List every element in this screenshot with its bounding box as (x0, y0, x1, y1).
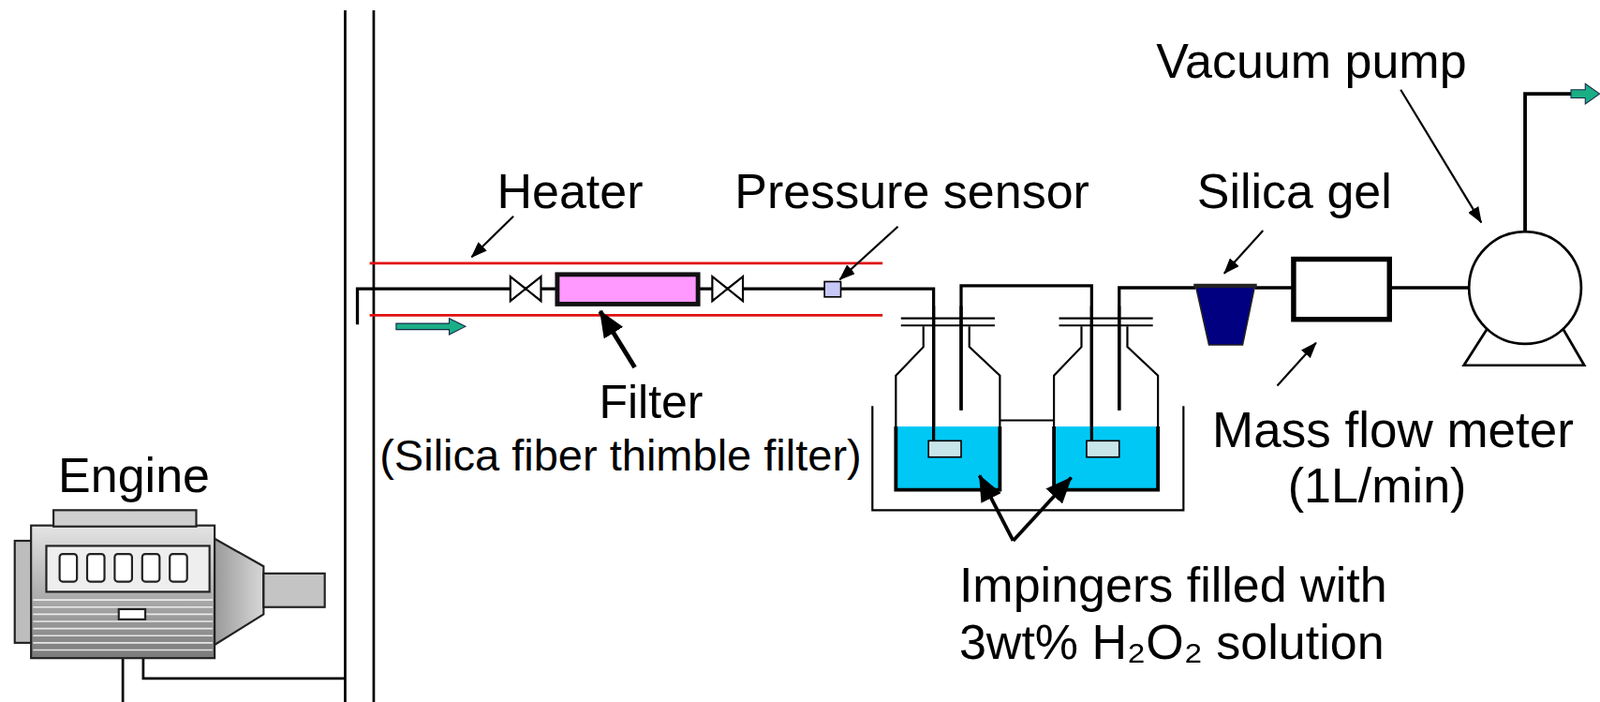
impinger-bottle (1053, 318, 1158, 490)
part-label: (1L/min) (1288, 460, 1467, 510)
silica-gel (1195, 285, 1255, 345)
exhaust-outlet-pipe (1525, 93, 1573, 232)
valve-symbol (510, 276, 542, 301)
bath-water-line (999, 418, 1054, 421)
silica-gel (1193, 283, 1257, 288)
part-label: (Silica fiber thimble filter) (379, 432, 862, 477)
mass-flow-meter (1293, 259, 1390, 320)
impinger-tube (933, 306, 1120, 442)
pressure-sensor (824, 281, 841, 297)
valve-symbol (711, 276, 743, 301)
flow-arrow (396, 318, 466, 335)
part-label: Silica gel (1197, 166, 1393, 216)
part-label: Heater (496, 166, 643, 216)
sampling-pipe (1255, 285, 1294, 289)
impinger-bottle (895, 318, 1000, 490)
engine-illustration (14, 509, 326, 658)
part-label: Filter (598, 378, 703, 426)
part-label: Impingers filled with (959, 560, 1388, 609)
sampling-pipe (961, 285, 1092, 441)
sampling-pipe (357, 288, 934, 441)
bath (872, 405, 1184, 510)
part-label: Pressure sensor (734, 166, 1090, 216)
part-label: Vacuum pump (1155, 36, 1467, 86)
wall (344, 10, 373, 702)
flow-arrow (1570, 83, 1600, 104)
part-label: Engine (58, 450, 210, 500)
part-label: Mass flow meter (1212, 404, 1574, 455)
sampling-pipe (1389, 285, 1469, 289)
filter (557, 274, 698, 305)
part-label: 3wt% H₂O₂ solution (959, 617, 1385, 667)
vacuum-pump (1464, 231, 1585, 366)
